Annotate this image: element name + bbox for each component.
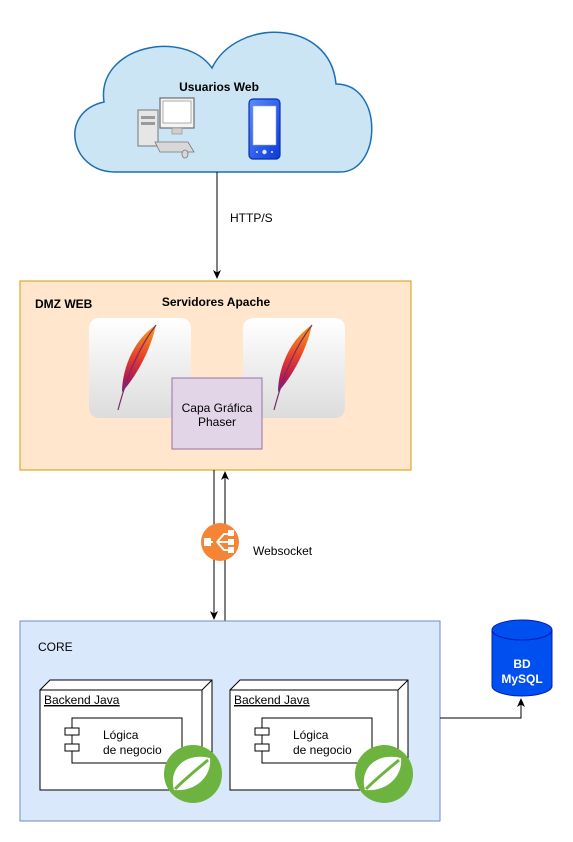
spring-logo-icon: [355, 745, 413, 803]
phaser-line2: Phaser: [198, 415, 236, 429]
phaser-line1: Capa Gráfica: [182, 401, 253, 415]
component-line1: Lógica: [293, 728, 329, 742]
core-db-link: [440, 698, 525, 719]
mobile-phone-icon: [248, 98, 281, 160]
backend-title: Backend Java: [44, 693, 120, 707]
apache-feather-icon: [117, 324, 157, 411]
core-zone-label: CORE: [38, 640, 73, 654]
business-logic-component: Lógica de negocio: [64, 717, 183, 764]
db-line1: BD: [513, 657, 531, 671]
load-balancer-icon: [201, 523, 239, 561]
web-users-cloud: Usuarios Web: [74, 31, 373, 173]
https-link: HTTP/S: [213, 172, 273, 279]
db-line2: MySQL: [501, 672, 542, 686]
backend-node-1: Backend Java Lógica de negocio: [39, 679, 222, 803]
websocket-label: Websocket: [253, 544, 313, 558]
core-zone: CORE Backend Java Lógica de negocio: [19, 620, 441, 822]
dmz-web-zone: DMZ WEB Servidores Apache Capa Gráfica P…: [19, 280, 412, 471]
desktop-computer-icon: [137, 97, 195, 159]
spring-logo-icon: [164, 745, 222, 803]
https-label: HTTP/S: [230, 211, 273, 225]
component-line2: de negocio: [103, 743, 162, 757]
backend-node-2: Backend Java Lógica de negocio: [229, 679, 413, 803]
websocket-link: Websocket: [201, 470, 313, 621]
apache-feather-icon: [273, 324, 313, 411]
mysql-database: BD MySQL: [491, 619, 553, 697]
apache-server-1: [89, 318, 191, 418]
business-logic-component: Lógica de negocio: [254, 717, 373, 764]
apache-server-2: [243, 318, 345, 418]
backend-title: Backend Java: [234, 693, 310, 707]
cloud-shape: [74, 31, 373, 173]
cloud-label: Usuarios Web: [179, 80, 259, 94]
apache-servers-label: Servidores Apache: [162, 295, 271, 309]
component-line1: Lógica: [103, 728, 139, 742]
phaser-graphics-layer: Capa Gráfica Phaser: [171, 377, 263, 450]
component-line2: de negocio: [293, 743, 352, 757]
dmz-zone-label: DMZ WEB: [35, 297, 93, 311]
